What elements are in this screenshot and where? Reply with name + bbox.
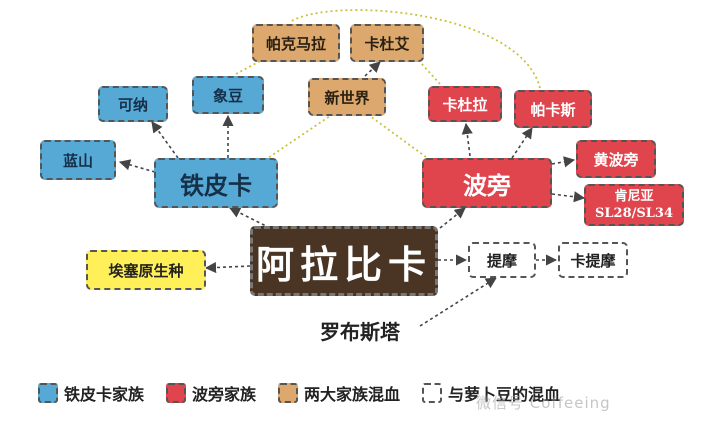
legend-swatch-robusta-hybrid bbox=[422, 383, 443, 403]
node-kenya: 肯尼亚 SL28/SL34 bbox=[584, 184, 684, 226]
legend-swatch-bourbon bbox=[166, 383, 187, 403]
edge-bourbon-mundonovo bbox=[369, 115, 431, 161]
node-bourbon: 波旁 bbox=[422, 158, 552, 208]
edge-arabica-ethiopia bbox=[204, 261, 251, 274]
legend-item-typica-family: 铁皮卡家族 bbox=[38, 381, 144, 405]
edge-typica-mundonovo bbox=[264, 115, 331, 161]
edge-arabica-typica bbox=[228, 207, 271, 229]
legend-swatch-hybrid bbox=[278, 383, 299, 403]
node-catimor: 卡提摩 bbox=[558, 242, 628, 278]
edge-arabica-bourbon bbox=[439, 207, 466, 229]
node-timor: 提摩 bbox=[468, 242, 536, 278]
node-blue-mountain: 蓝山 bbox=[40, 140, 116, 180]
edge-mundonovo-catuai bbox=[364, 61, 381, 77]
legend-label-typica: 铁皮卡家族 bbox=[64, 385, 145, 404]
node-catuai: 卡杜艾 bbox=[350, 24, 424, 62]
edge-typica-kona bbox=[151, 121, 179, 159]
node-mundo-novo: 新世界 bbox=[308, 78, 386, 116]
node-arabica: 阿拉比卡 bbox=[250, 226, 438, 296]
legend-item-hybrid: 两大家族混血 bbox=[278, 381, 400, 405]
watermark: 微信号 Coffeeing bbox=[476, 394, 611, 412]
legend-item-robusta-hybrid: 与萝卜豆的混血 bbox=[422, 381, 560, 405]
node-kenya-varieties: SL28/SL34 bbox=[595, 206, 673, 221]
edge-pacas-pacamara bbox=[289, 9, 541, 89]
edge-bourbon-kenya bbox=[551, 191, 586, 203]
node-kenya-name: 肯尼亚 bbox=[614, 189, 654, 204]
legend-label-robusta-hybrid: 与萝卜豆的混血 bbox=[448, 385, 561, 404]
edge-bourbon-yellowbourbon bbox=[551, 156, 576, 168]
node-maragogype: 象豆 bbox=[192, 76, 264, 114]
legend-swatch-typica bbox=[38, 383, 58, 403]
edge-maragogype-pacamara bbox=[235, 59, 263, 75]
node-ethiopia-heirloom: 埃塞原生种 bbox=[86, 250, 206, 290]
edge-robusta-timor bbox=[419, 277, 497, 327]
legend: 铁皮卡家族 波旁家族 两大家族混血 与萝卜豆的混血 bbox=[38, 380, 582, 406]
edge-typica-bluemountain bbox=[118, 159, 156, 173]
legend-item-bourbon-family: 波旁家族 bbox=[166, 381, 256, 405]
legend-label-hybrid: 两大家族混血 bbox=[304, 385, 401, 404]
node-kona: 可纳 bbox=[98, 86, 168, 122]
node-robusta: 罗布斯塔 bbox=[320, 320, 400, 344]
node-caturra: 卡杜拉 bbox=[428, 86, 502, 122]
edge-bourbon-pacas bbox=[511, 127, 533, 159]
node-yellow-bourbon: 黄波旁 bbox=[576, 140, 656, 178]
node-typica: 铁皮卡 bbox=[154, 158, 278, 208]
edge-bourbon-caturra bbox=[461, 122, 473, 157]
edge-caturra-catuai bbox=[419, 61, 441, 85]
legend-label-bourbon: 波旁家族 bbox=[192, 385, 257, 404]
node-pacamara: 帕克马拉 bbox=[252, 24, 340, 62]
node-pacas: 帕卡斯 bbox=[514, 90, 592, 128]
